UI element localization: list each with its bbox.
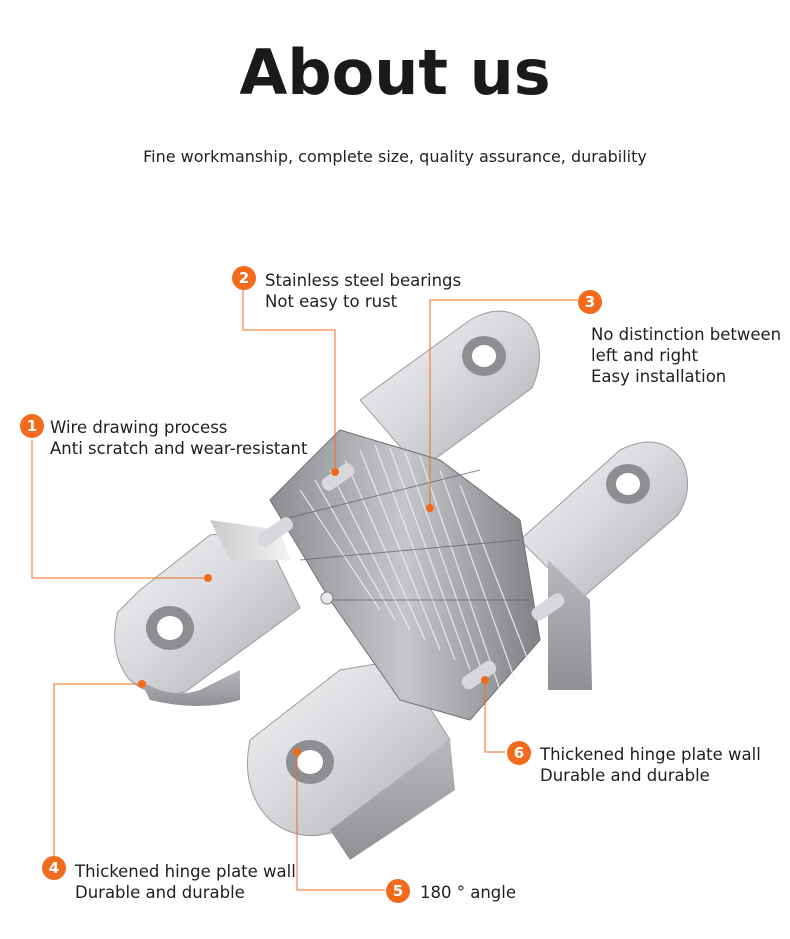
hinge-leaf-left xyxy=(114,520,301,706)
hinge-leaf-bottom xyxy=(247,659,455,860)
leader-line-2 xyxy=(242,290,336,472)
callout-2-line-1: Stainless steel bearings xyxy=(265,271,462,290)
callout-2: Stainless steel bearings Not easy to rus… xyxy=(265,270,461,312)
leader-dot-5 xyxy=(293,748,301,756)
callout-1: Wire drawing process Anti scratch and we… xyxy=(50,417,307,459)
callout-2-line-2: Not easy to rust xyxy=(265,292,398,311)
callout-6: Thickened hinge plate wall Durable and d… xyxy=(540,744,761,786)
callout-6-line-1: Thickened hinge plate wall xyxy=(540,745,761,764)
callout-1-line-1: Wire drawing process xyxy=(50,418,228,437)
leader-line-6 xyxy=(484,680,505,753)
leader-dot-3 xyxy=(426,504,434,512)
leader-line-3 xyxy=(429,299,578,508)
callout-badge-4: 4 xyxy=(42,856,66,880)
callout-4-line-1: Thickened hinge plate wall xyxy=(75,862,296,881)
leader-lines xyxy=(31,290,578,891)
callout-badge-3: 3 xyxy=(578,290,602,314)
callout-4-line-2: Durable and durable xyxy=(75,883,245,902)
callout-badge-1: 1 xyxy=(20,414,44,438)
leader-line-4 xyxy=(53,683,142,858)
page-title: About us xyxy=(239,36,551,109)
leader-dot-6 xyxy=(481,676,489,684)
hinge-leaf-upper-right xyxy=(359,310,541,471)
callout-5: 180 ° angle xyxy=(420,882,516,903)
page-subtitle: Fine workmanship, complete size, quality… xyxy=(143,147,647,166)
callout-4: Thickened hinge plate wall Durable and d… xyxy=(75,861,296,903)
callout-3: No distinction between left and right Ea… xyxy=(591,324,781,387)
leader-line-5 xyxy=(296,752,385,891)
leader-dot-2 xyxy=(331,468,339,476)
callout-3-line-1: No distinction between xyxy=(591,325,782,344)
hinge-linkage xyxy=(256,429,565,721)
hinge-leaf-right xyxy=(519,441,689,690)
callout-1-line-2: Anti scratch and wear-resistant xyxy=(50,439,308,458)
callout-badge-5: 5 xyxy=(386,879,410,903)
callout-6-line-2: Durable and durable xyxy=(540,766,710,785)
leader-dot-1 xyxy=(204,574,212,582)
callout-5-line-1: 180 ° angle xyxy=(420,883,517,902)
callout-3-line-2: left and right xyxy=(591,346,699,365)
leader-dots xyxy=(138,468,489,756)
leader-line-1 xyxy=(31,440,208,579)
leader-dot-4 xyxy=(138,680,146,688)
callout-badge-6: 6 xyxy=(507,741,531,765)
callout-3-line-3: Easy installation xyxy=(591,367,727,386)
callout-badge-2: 2 xyxy=(232,266,256,290)
